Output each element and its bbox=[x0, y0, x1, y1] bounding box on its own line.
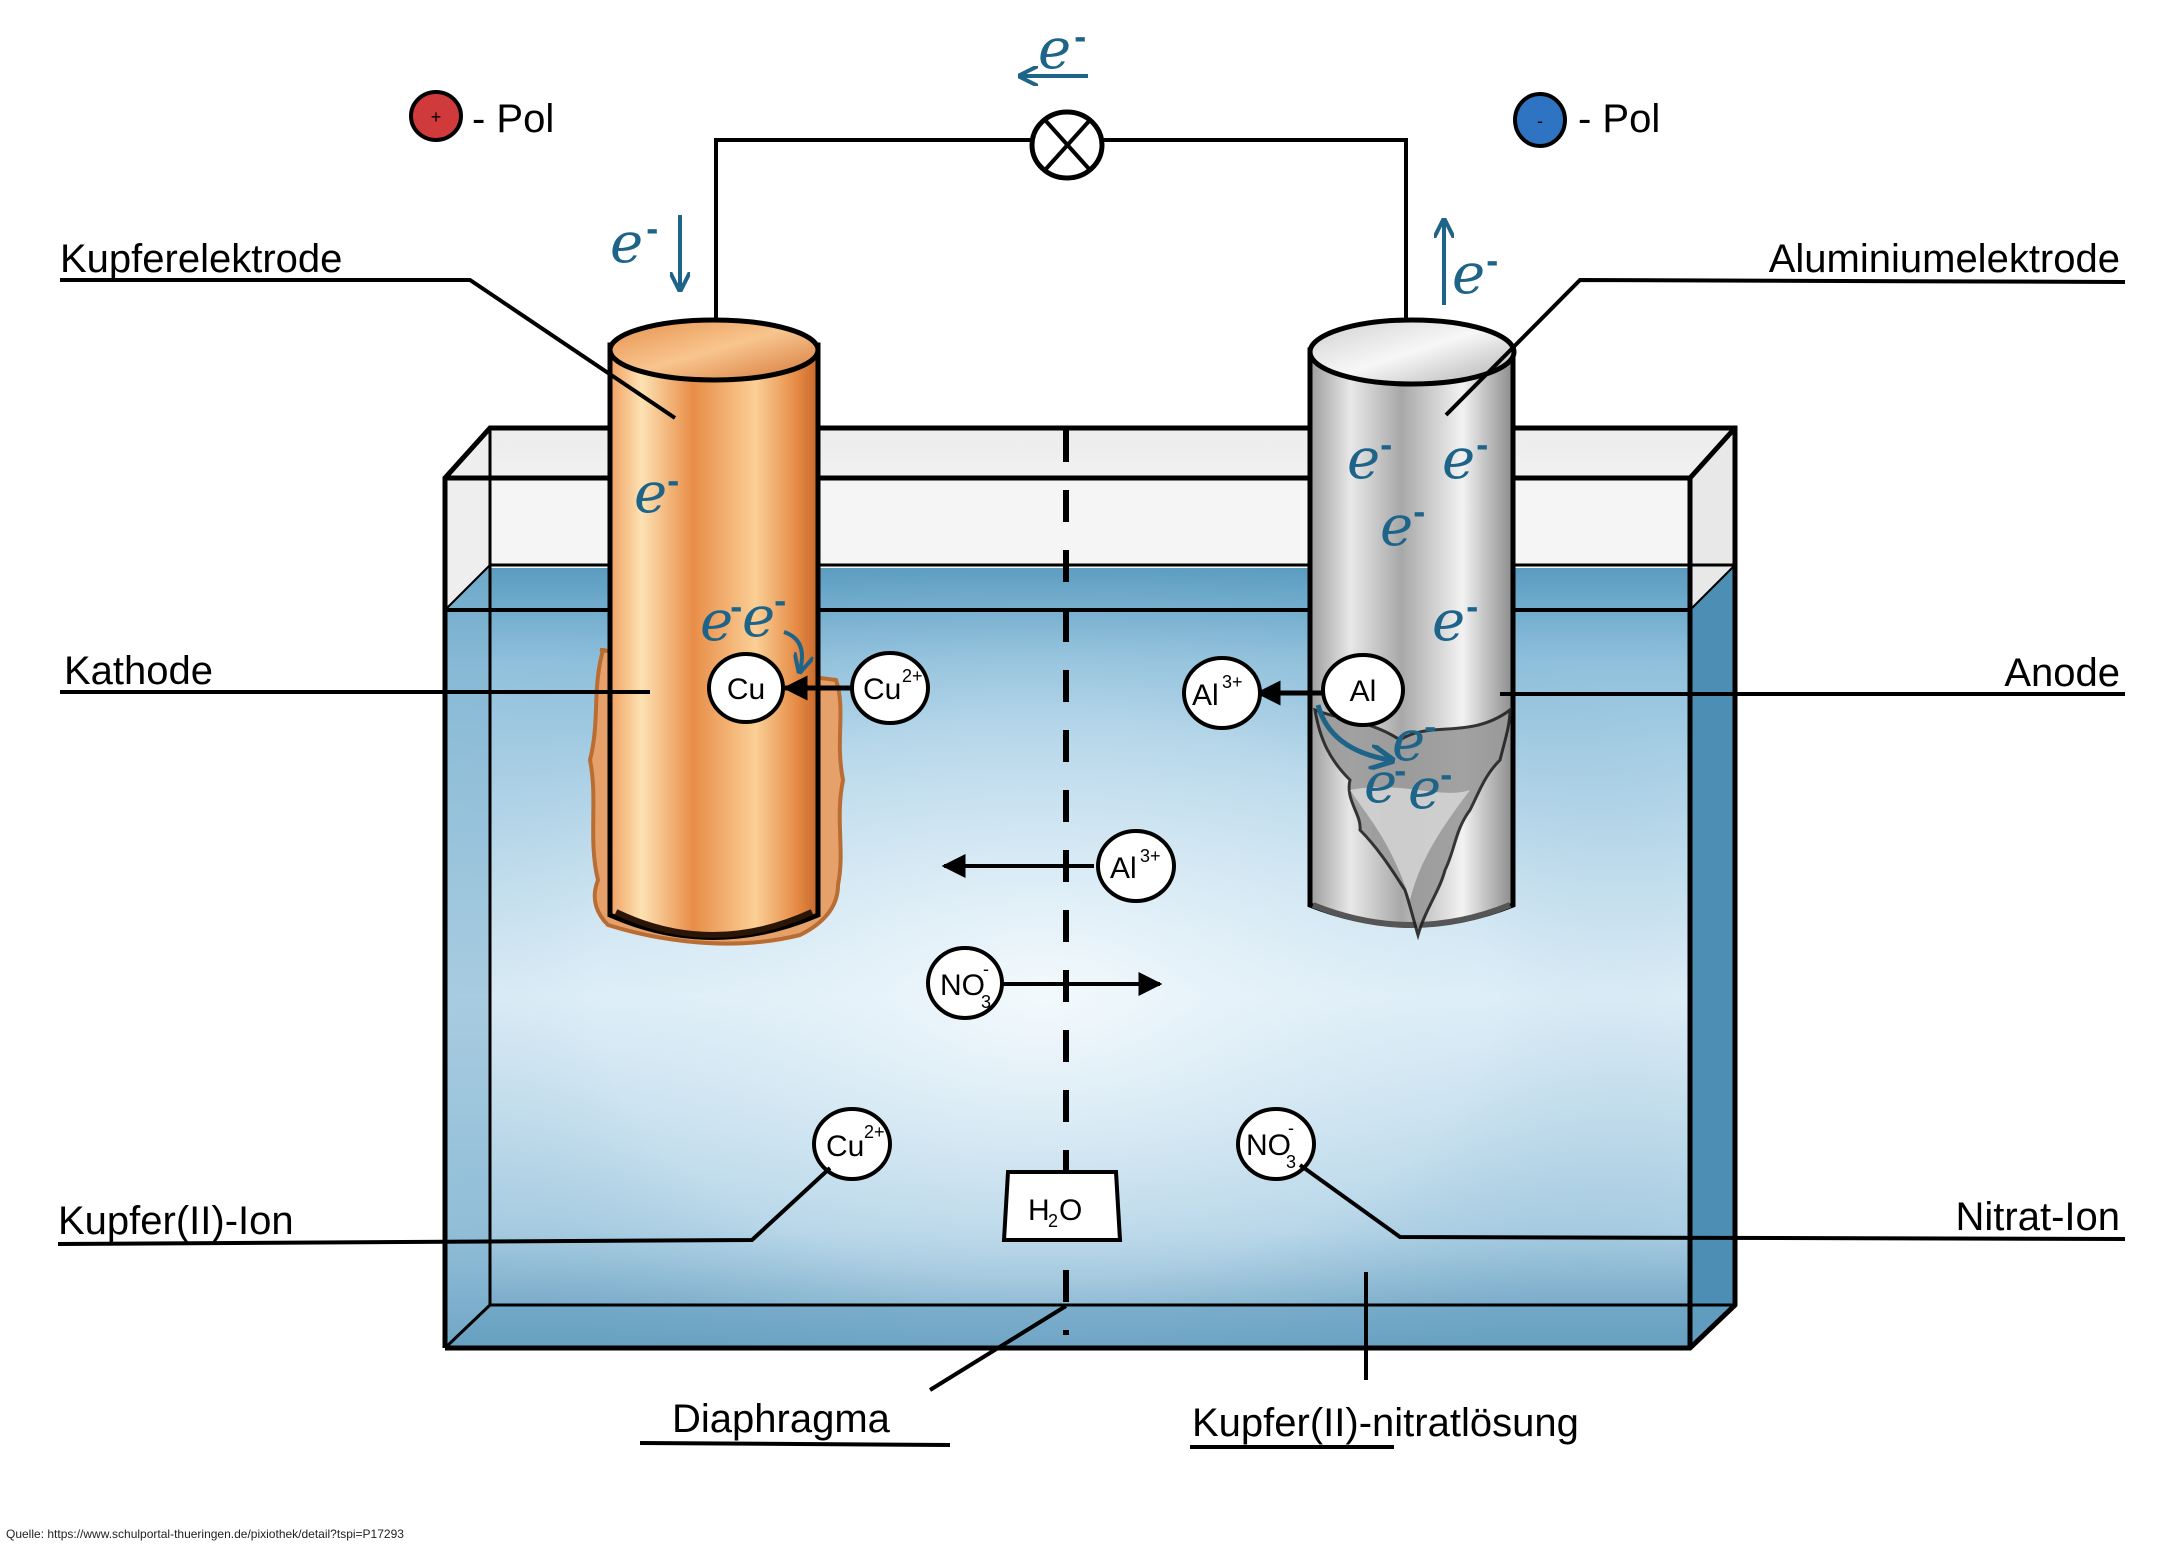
label-solution: Kupfer(II)-nitratlösung bbox=[1192, 1401, 1579, 1445]
tank-right-side bbox=[1690, 428, 1735, 1348]
water-molecule-box: H 2 O bbox=[1001, 1170, 1123, 1242]
plus-symbol: + bbox=[431, 107, 442, 127]
curved-arrow-icon bbox=[1315, 704, 1390, 760]
electron-charge: - bbox=[1466, 591, 1478, 626]
ion-label: Cu bbox=[863, 673, 901, 706]
leader-lines bbox=[57, 277, 2126, 1449]
ion-label: NO bbox=[1246, 1129, 1291, 1162]
label-nitrate-ion: Nitrat-Ion bbox=[1956, 1195, 2121, 1239]
electron-symbol: e bbox=[1432, 589, 1465, 654]
label-copper-ion: Kupfer(II)-Ion bbox=[58, 1199, 294, 1243]
ion-charge: - bbox=[1288, 1118, 1294, 1138]
electron-charge: - bbox=[1380, 429, 1392, 464]
ion-nitrate-labeled: NO 3 - bbox=[1236, 1107, 1316, 1181]
lamp-icon bbox=[1029, 109, 1105, 181]
minus-icon bbox=[1513, 92, 1567, 148]
ion-nitrate-migrating: NO 3 - bbox=[926, 946, 1004, 1020]
electron-symbol: e bbox=[634, 461, 667, 526]
negative-pole-label: - Pol bbox=[1578, 97, 1660, 141]
ion-cu2-labeled: Cu 2+ bbox=[812, 1107, 892, 1181]
ion-label: Al bbox=[1350, 675, 1377, 708]
electron-charge: - bbox=[774, 585, 786, 620]
electron-charge: - bbox=[1440, 759, 1452, 794]
ion-al3-migrating: Al 3+ bbox=[1096, 829, 1176, 903]
ion-al3-formed: Al 3+ bbox=[1182, 656, 1262, 730]
positive-pole-label: - Pol bbox=[472, 97, 554, 141]
plus-icon bbox=[409, 90, 463, 142]
ion-cu-atom: Cu bbox=[707, 652, 785, 724]
electron-charge: - bbox=[667, 465, 679, 500]
label-cathode: Kathode bbox=[64, 649, 213, 693]
ion-charge: 2+ bbox=[902, 666, 923, 686]
electron-charge: - bbox=[646, 213, 658, 248]
minus-symbol: - bbox=[1537, 111, 1543, 131]
water-label-o: O bbox=[1059, 1194, 1082, 1227]
ion-label: Cu bbox=[727, 673, 765, 706]
electron-symbol: e bbox=[1364, 751, 1397, 816]
ion-charge: 3+ bbox=[1140, 846, 1161, 866]
source-citation: Quelle: https://www.schulportal-thuering… bbox=[6, 1527, 404, 1541]
curved-arrow-icon bbox=[783, 630, 802, 670]
electron-flow-anode: e - bbox=[1444, 222, 1498, 307]
negative-pole: - - Pol bbox=[1513, 92, 1660, 148]
tank-left-glass bbox=[445, 428, 490, 610]
electron-symbol: e bbox=[742, 585, 775, 650]
copper-top bbox=[607, 317, 821, 383]
ion-cu2-reacting: Cu 2+ bbox=[850, 651, 930, 725]
electron-symbol: e bbox=[1408, 757, 1441, 822]
ion-charge: - bbox=[983, 959, 989, 979]
external-circuit bbox=[714, 138, 1408, 340]
electron-flow-top: e - bbox=[1022, 17, 1088, 82]
tank-left-side bbox=[445, 428, 490, 1348]
electron-symbol: e bbox=[1380, 494, 1413, 559]
electron-charge: - bbox=[1413, 496, 1425, 531]
copper-electrode: e - e - e - bbox=[587, 317, 846, 946]
positive-pole: + - Pol bbox=[409, 90, 554, 142]
electron-charge: - bbox=[1486, 245, 1498, 280]
ion-subscript: 3 bbox=[981, 992, 991, 1012]
water-label-sub: 2 bbox=[1048, 1211, 1058, 1231]
electron-symbol: e bbox=[1442, 427, 1475, 492]
electron-symbol: e bbox=[1347, 427, 1380, 492]
electron-symbol: e bbox=[1452, 242, 1485, 307]
electron-symbol: e bbox=[1392, 709, 1425, 774]
ion-label: NO bbox=[940, 969, 985, 1002]
ion-al-atom: Al bbox=[1321, 653, 1405, 727]
electron-charge: - bbox=[1424, 711, 1436, 746]
electron-charge: - bbox=[730, 591, 742, 626]
water-label-h: H bbox=[1028, 1194, 1050, 1227]
label-anode: Anode bbox=[2004, 651, 2120, 695]
ion-label: Al bbox=[1110, 852, 1137, 885]
electron-symbol: e bbox=[1038, 17, 1071, 82]
ion-charge: 3+ bbox=[1222, 672, 1243, 692]
electron-charge: - bbox=[1476, 429, 1488, 464]
ion-subscript: 3 bbox=[1286, 1152, 1296, 1172]
electron-flow-cathode: e - bbox=[610, 211, 680, 288]
ion-label: Cu bbox=[826, 1130, 864, 1163]
label-diaphragm: Diaphragma bbox=[672, 1397, 891, 1441]
electron-charge: - bbox=[1394, 755, 1406, 790]
aluminium-top bbox=[1307, 317, 1517, 387]
tank-floor bbox=[445, 1305, 1735, 1348]
electron-symbol: e bbox=[610, 211, 643, 276]
electron-symbol: e bbox=[700, 589, 733, 654]
electron-charge: - bbox=[1074, 21, 1086, 56]
ion-label: Al bbox=[1192, 679, 1219, 712]
ion-charge: 2+ bbox=[864, 1122, 885, 1142]
label-aluminium-electrode: Aluminiumelektrode bbox=[1769, 237, 2120, 281]
label-copper-electrode: Kupferelektrode bbox=[60, 237, 342, 281]
aluminium-electrode: e - e - e - e - e - e - e - bbox=[1307, 317, 1517, 941]
